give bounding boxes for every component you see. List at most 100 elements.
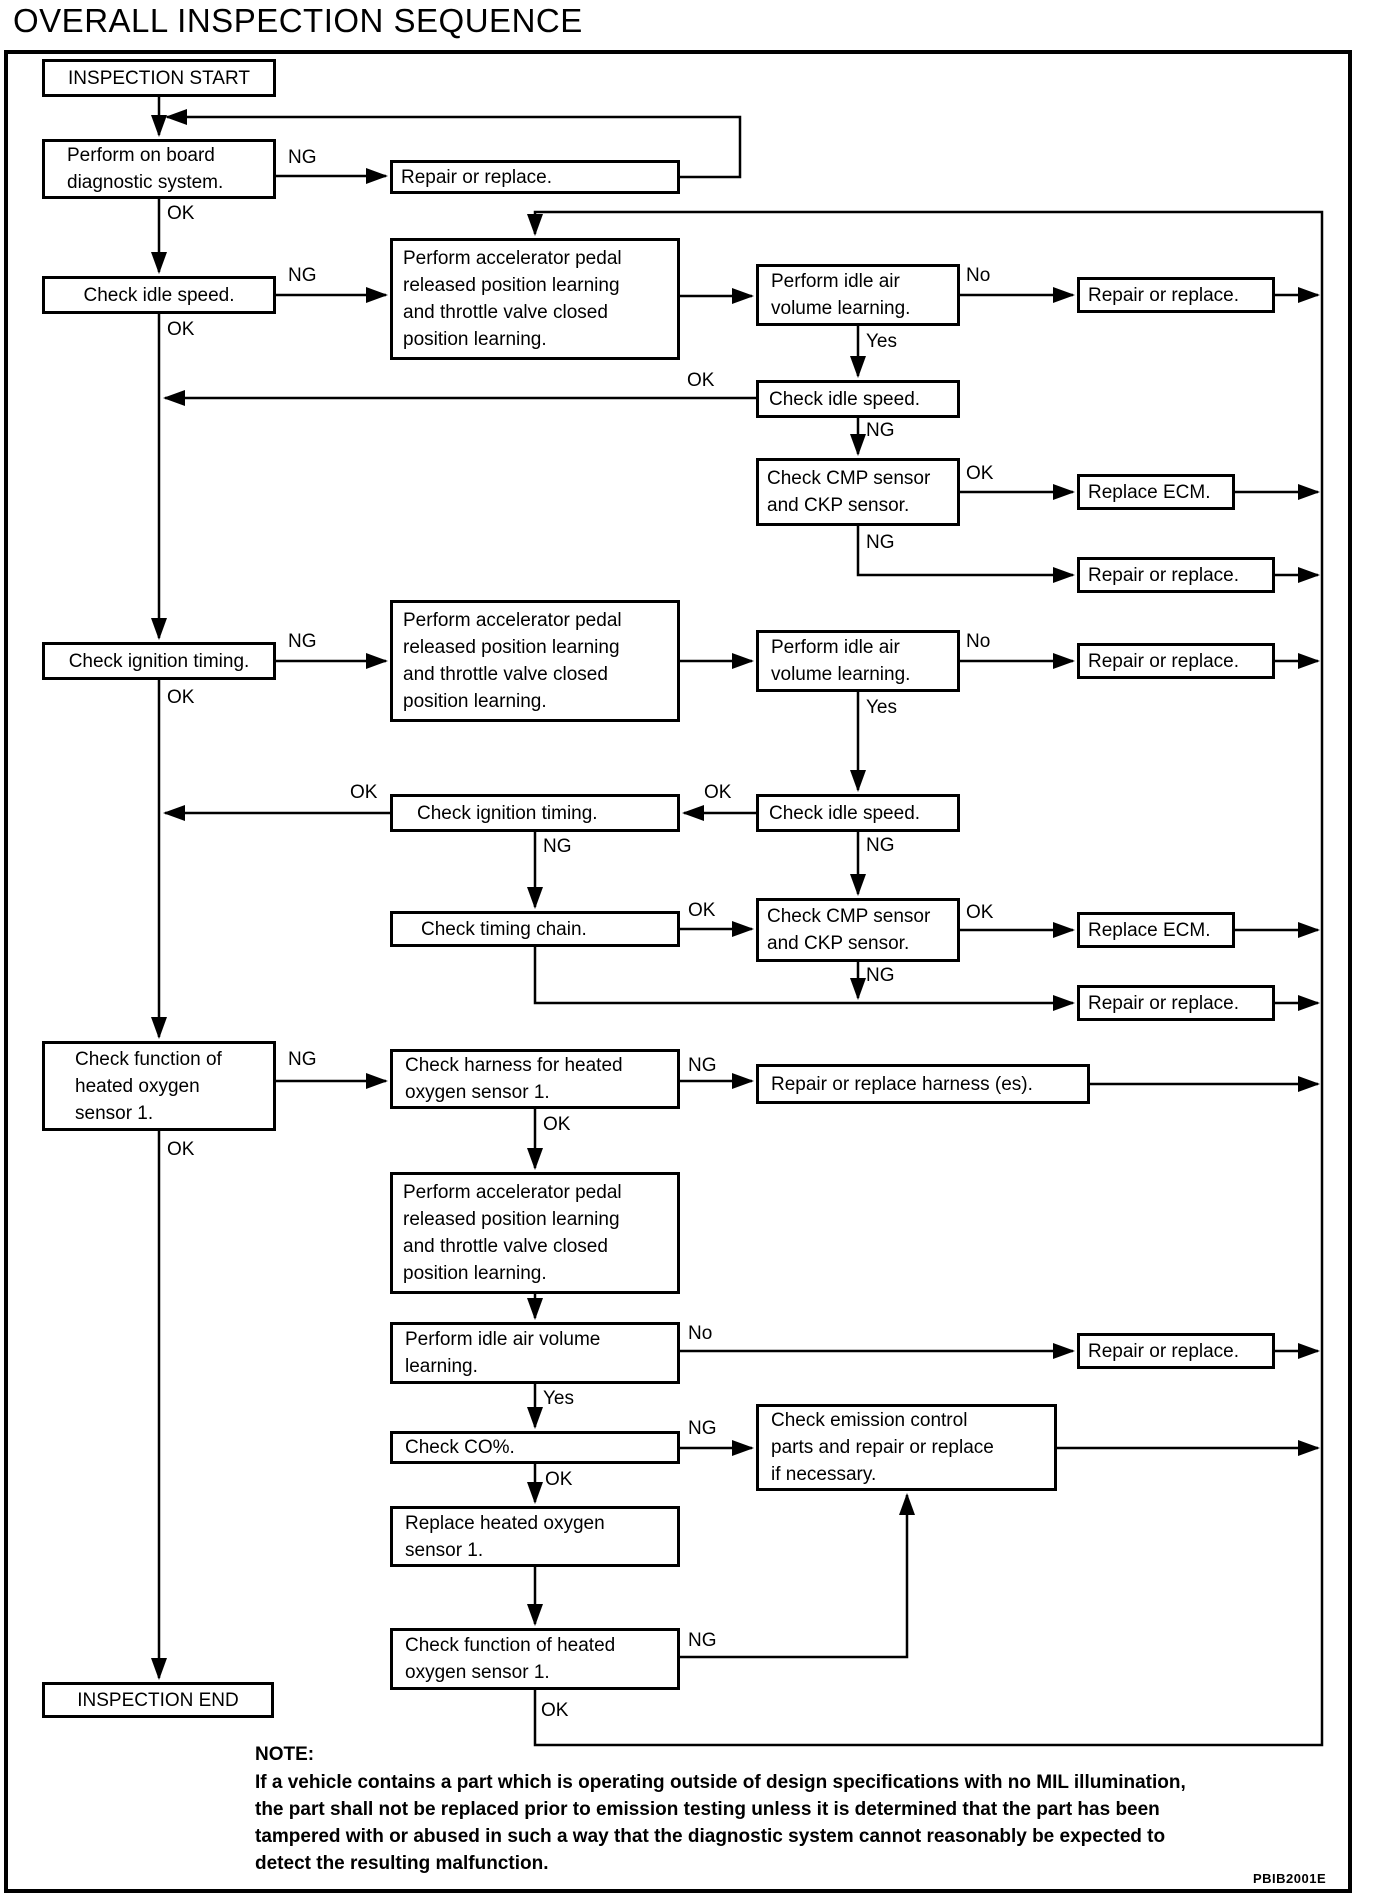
node-text-line: if necessary. [771, 1464, 877, 1485]
node-text-line: sensor 1. [75, 1102, 154, 1124]
flow-arrow [680, 1493, 915, 1659]
node-repair-or-replace-3: Repair or replace. [1077, 643, 1275, 679]
branch-label: NG [288, 147, 317, 168]
node-text-line: Repair or replace. [1088, 564, 1240, 586]
node-text-line: and CKP sensor. [767, 495, 910, 516]
note-line: detect the resulting malfunction. [255, 1853, 549, 1874]
branch-label: Yes [543, 1388, 574, 1409]
branch-label: OK [167, 203, 195, 224]
branch-label: OK [167, 319, 195, 340]
branch-label: NG [543, 836, 572, 857]
node-text-line: released position learning [403, 275, 620, 296]
node-text-line: INSPECTION START [68, 67, 250, 89]
node-text-line: Repair or replace. [401, 166, 553, 188]
node-text-line: Repair or replace. [1088, 1340, 1240, 1362]
branch-label: OK [545, 1469, 573, 1490]
node-text-line: Replace ECM. [1088, 481, 1211, 503]
diagram-border [4, 50, 1352, 1893]
branch-label: NG [688, 1418, 717, 1439]
branch-label: NG [288, 1049, 317, 1070]
branch-label: NG [288, 265, 317, 286]
node-text-line: Perform accelerator pedal [403, 610, 622, 631]
branch-label: OK [966, 463, 994, 484]
node-text-line: sensor 1. [405, 1539, 484, 1561]
branch-label: Yes [866, 331, 897, 352]
node-repair-or-replace-2: Repair or replace. [1077, 557, 1275, 593]
node-repair-or-replace-top: Repair or replace. [390, 160, 680, 194]
node-text-line: Check function of heated [405, 1635, 616, 1656]
node-text-line: oxygen sensor 1. [405, 1662, 550, 1683]
node-text-line: position learning. [403, 329, 547, 350]
branch-label: OK [350, 782, 378, 803]
node-check-ignition-timing-mid: Check ignition timing. [390, 794, 680, 832]
node-text-line: Check CMP sensor [767, 906, 931, 927]
node-text-line: Replace ECM. [1088, 919, 1211, 941]
node-text-line: released position learning [403, 637, 620, 658]
branch-label: OK [966, 902, 994, 923]
node-check-idle-speed-mid2: Check idle speed. [756, 794, 960, 832]
node-inspection-end: INSPECTION END [42, 1682, 274, 1718]
node-text-line: volume learning. [771, 664, 911, 685]
node-text-line: Check harness for heated [405, 1055, 623, 1076]
figure-code: PBIB2001E [1253, 1871, 1327, 1886]
node-text-line: Check CMP sensor [767, 468, 931, 489]
branch-label: NG [866, 835, 895, 856]
node-pedal-learning-2: Perform accelerator pedal released positi… [390, 600, 680, 722]
branch-label: No [688, 1323, 713, 1344]
branch-label: OK [543, 1114, 571, 1135]
node-text-line: heated oxygen [75, 1075, 200, 1097]
node-text-line: and throttle valve closed [403, 664, 608, 685]
node-text-line: Perform on board [67, 145, 215, 166]
node-text-line: Check emission control [771, 1410, 968, 1431]
node-text-line: position learning. [403, 1263, 547, 1284]
node-text-line: Perform idle air volume [405, 1329, 601, 1350]
node-text-line: Perform accelerator pedal [403, 248, 622, 269]
node-repair-replace-harness: Repair or replace harness (es). [756, 1064, 1090, 1104]
node-text-line: and throttle valve closed [403, 302, 608, 323]
branch-label: OK [167, 1139, 195, 1160]
note-line: the part shall not be replaced prior to … [255, 1799, 1160, 1820]
node-text-line: diagnostic system. [67, 172, 224, 193]
node-replace-ecm-2: Replace ECM. [1077, 912, 1235, 948]
node-idle-air-volume-2: Perform idle air volume learning. [756, 630, 960, 692]
node-text-line: position learning. [403, 691, 547, 712]
branch-label: OK [541, 1700, 569, 1721]
node-text-line: Repair or replace. [1088, 992, 1240, 1014]
node-pedal-learning-1: Perform accelerator pedal released positi… [390, 238, 680, 360]
node-text-line: volume learning. [771, 298, 911, 319]
branch-label: OK [688, 900, 716, 921]
node-inspection-start: INSPECTION START [42, 59, 276, 97]
node-text-line: Check timing chain. [421, 918, 587, 940]
node-check-ignition-timing-left: Check ignition timing. [42, 642, 276, 680]
node-repair-or-replace-1: Repair or replace. [1077, 277, 1275, 313]
node-check-idle-speed-left: Check idle speed. [42, 276, 276, 314]
flow-arrow [165, 109, 742, 179]
node-text-line: Repair or replace. [1088, 650, 1240, 672]
node-check-timing-chain: Check timing chain. [390, 911, 680, 947]
branch-label: NG [688, 1630, 717, 1651]
node-text-line: Check ignition timing. [417, 802, 598, 824]
flow-arrow [533, 947, 1075, 1011]
node-cmp-ckp-sensor-1: Check CMP sensor and CKP sensor. [756, 458, 960, 526]
node-text-line: learning. [405, 1356, 478, 1377]
branch-label: NG [866, 965, 895, 986]
note-line: If a vehicle contains a part which is op… [255, 1772, 1186, 1793]
node-text-line: Repair or replace harness (es). [771, 1073, 1033, 1095]
branch-label: No [966, 265, 991, 286]
flow-arrow [527, 210, 1324, 1747]
node-text-line: Perform accelerator pedal [403, 1182, 622, 1203]
node-text-line: Check function of [75, 1048, 222, 1070]
node-check-function-hos1-bottom: Check function of heated oxygen sensor 1. [390, 1628, 680, 1690]
node-text-line: Perform idle air [771, 271, 900, 292]
node-text-line: Check idle speed. [769, 802, 921, 824]
note-line: tampered with or abused in such a way th… [255, 1826, 1166, 1847]
node-text-line: Perform idle air [771, 637, 900, 658]
node-text-line: parts and repair or replace [771, 1437, 994, 1458]
node-idle-air-volume-3: Perform idle air volume learning. [390, 1322, 680, 1384]
node-check-function-hos1-left: Check function of heated oxygen sensor 1. [42, 1041, 276, 1131]
node-repair-or-replace-4: Repair or replace. [1077, 985, 1275, 1021]
